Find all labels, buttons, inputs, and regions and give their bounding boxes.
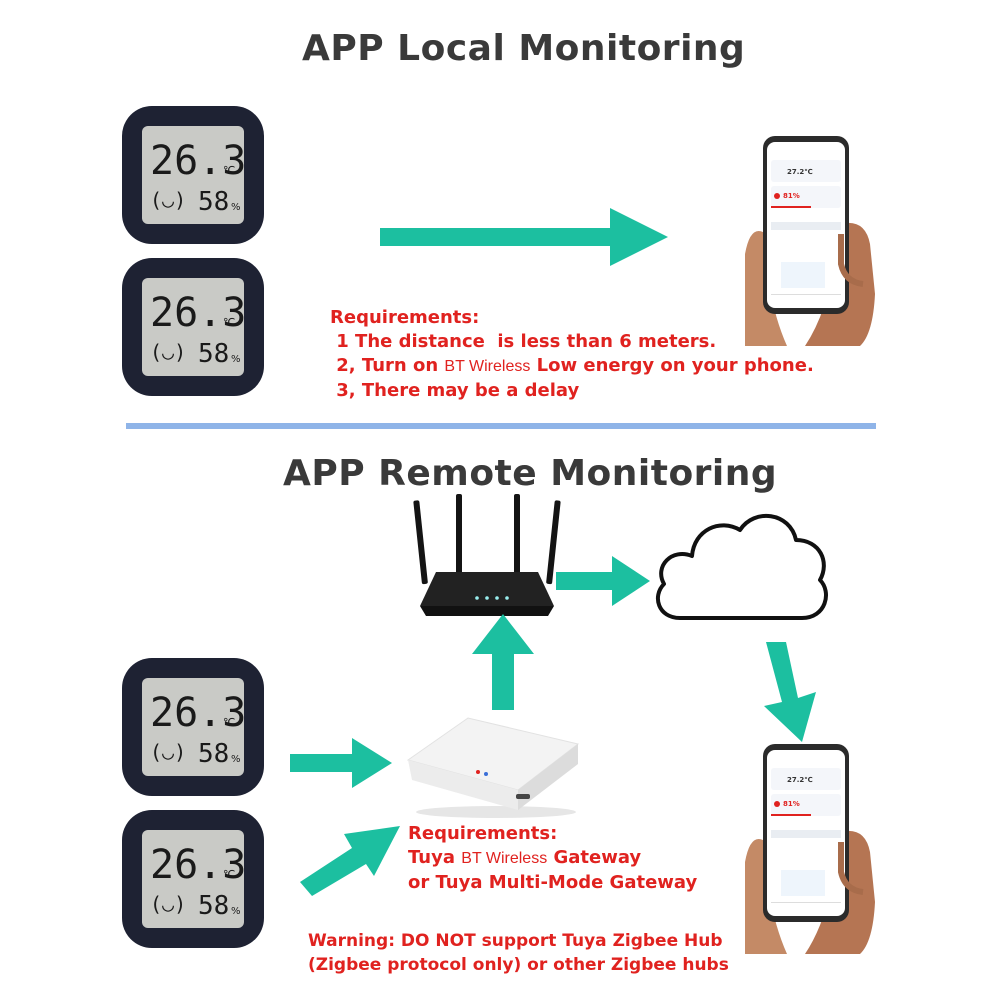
sensor-face: (◡) xyxy=(150,188,186,212)
smartphone-hand-icon: 27.2℃ 81% xyxy=(745,744,875,954)
local-requirements: Requirements: 1 The distance is less tha… xyxy=(330,306,814,403)
cloud-to-phone-arrow-icon xyxy=(752,640,822,744)
section-divider xyxy=(126,423,876,429)
thermometer-sensor-1: 26.3 ℃ (◡) 58 % xyxy=(120,104,266,246)
phone-humidity: 81% xyxy=(783,192,800,200)
thermometer-device-icon: 26.3 ℃ (◡) 58 % xyxy=(122,106,264,244)
local-requirement-2-pre: 2, Turn on xyxy=(330,355,445,376)
sensor-temp-unit: ℃ xyxy=(223,164,235,177)
sensor-temperature: 26.3 xyxy=(150,690,246,736)
thermometer-sensor-4: 26.3 ℃ (◡) 58 % xyxy=(120,808,266,950)
local-requirement-3: 3, There may be a delay xyxy=(330,380,580,401)
remote-requirements-heading: Requirements: xyxy=(408,823,558,844)
gateway-to-router-arrow-icon xyxy=(470,612,536,712)
sensor-temp-unit: ℃ xyxy=(223,716,235,729)
warning-line-2: (Zigbee protocol only) or other Zigbee h… xyxy=(308,955,729,975)
thermometer-device-icon: 26.3 ℃ (◡) 58 % xyxy=(122,658,264,796)
warning-line-1: Warning: DO NOT support Tuya Zigbee Hub xyxy=(308,931,723,951)
phone-in-hand-remote: 27.2℃ 81% xyxy=(745,742,877,954)
remote-monitoring-title: APP Remote Monitoring xyxy=(283,453,778,494)
local-requirements-heading: Requirements: xyxy=(330,307,480,328)
sensor-humidity: 58 xyxy=(198,339,229,369)
thermometer-sensor-3: 26.3 ℃ (◡) 58 % xyxy=(120,656,266,798)
sensor-face: (◡) xyxy=(150,892,186,916)
sensor-humidity-unit: % xyxy=(231,906,241,917)
sensor-humidity-unit: % xyxy=(231,202,241,213)
remote-requirement-1: Tuya BT Wireless Gateway xyxy=(408,846,697,871)
remote-requirement-1-pre: Tuya xyxy=(408,847,462,868)
remote-requirement-1-post: Gateway xyxy=(547,847,642,868)
thermometer-sensor-2: 26.3 ℃ (◡) 58 % xyxy=(120,256,266,398)
phone-temperature: 27.2℃ xyxy=(787,776,813,784)
sensor-face: (◡) xyxy=(150,340,186,364)
smartphone-hand-icon: 27.2℃ 81% xyxy=(745,136,875,346)
router-to-cloud-arrow-icon xyxy=(556,554,652,608)
sensor-humidity: 58 xyxy=(198,739,229,769)
sensor-temp-unit: ℃ xyxy=(223,316,235,329)
sensor-temperature: 26.3 xyxy=(150,842,246,888)
local-monitoring-title: APP Local Monitoring xyxy=(302,28,746,69)
sensor-humidity: 58 xyxy=(198,891,229,921)
sensor-to-gateway-arrow-2-icon xyxy=(296,820,402,896)
zigbee-warning: Warning: DO NOT support Tuya Zigbee Hub … xyxy=(308,929,729,977)
local-requirement-1: 1 The distance is less than 6 meters. xyxy=(330,331,717,352)
phone-humidity: 81% xyxy=(783,800,800,808)
local-requirement-2: 2, Turn on BT Wireless Low energy on you… xyxy=(330,354,814,379)
sensor-humidity: 58 xyxy=(198,187,229,217)
phone-temperature: 27.2℃ xyxy=(787,168,813,176)
sensor-temperature: 26.3 xyxy=(150,138,246,184)
sensor-humidity-unit: % xyxy=(231,754,241,765)
router-icon xyxy=(412,494,562,622)
sensor-to-gateway-arrow-1-icon xyxy=(290,736,394,790)
gateway-hub-icon xyxy=(398,714,584,818)
remote-requirement-1-bt: BT Wireless xyxy=(461,850,548,867)
sensor-face: (◡) xyxy=(150,740,186,764)
sensor-temp-unit: ℃ xyxy=(223,868,235,881)
local-arrow-right-icon xyxy=(380,206,670,268)
sensor-temperature: 26.3 xyxy=(150,290,246,336)
remote-requirement-2: or Tuya Multi-Mode Gateway xyxy=(408,872,698,893)
local-requirement-2-bt: BT Wireless xyxy=(444,358,531,375)
phone-in-hand-local: 27.2℃ 81% xyxy=(745,134,877,346)
thermometer-device-icon: 26.3 ℃ (◡) 58 % xyxy=(122,810,264,948)
thermometer-device-icon: 26.3 ℃ (◡) 58 % xyxy=(122,258,264,396)
local-requirement-2-post: Low energy on your phone. xyxy=(530,355,814,376)
sensor-humidity-unit: % xyxy=(231,354,241,365)
cloud-icon xyxy=(650,500,832,624)
remote-requirements: Requirements: Tuya BT Wireless Gateway o… xyxy=(408,822,697,895)
